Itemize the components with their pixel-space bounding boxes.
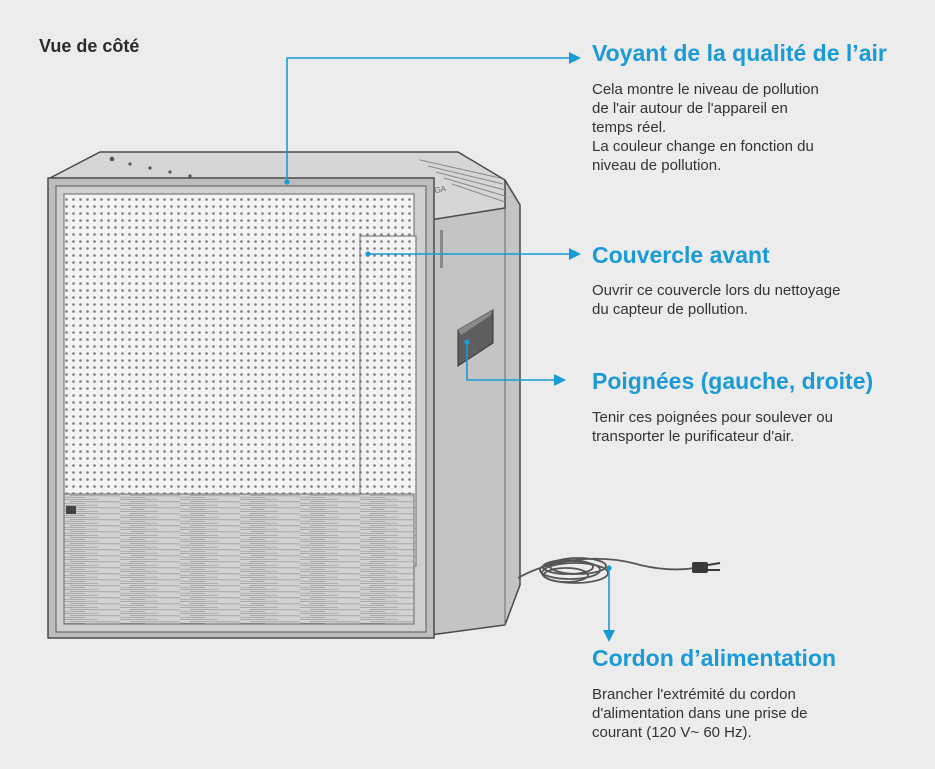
arrowhead-handles (554, 374, 566, 386)
callout-title-front-cover: Couvercle avant (592, 242, 770, 268)
leader-dots (284, 179, 612, 571)
filter-tag (66, 506, 76, 514)
callout-title-power-cord: Cordon d’alimentation (592, 645, 837, 671)
leader-lines (286, 57, 610, 630)
front-cover-grille (63, 193, 415, 495)
lower-panel (63, 493, 415, 625)
callout-title-handles: Poignées (gauche, droite) (592, 368, 874, 394)
top-ribs (419, 159, 506, 203)
power-cord (517, 557, 696, 584)
leader-arrowheads (554, 52, 615, 642)
callout-desc-power-cord: Brancher l'extrémité du cordon d'aliment… (592, 686, 808, 741)
purifier-body: COWAY AIRMEGA (47, 151, 721, 639)
side-panel (429, 179, 521, 636)
callout-desc-air-quality: Cela montre le niveau de pollution de l'… (592, 81, 819, 174)
arrowhead-front-cover (569, 248, 581, 260)
leader-air-quality (286, 57, 570, 182)
arrowhead-power-cord (603, 630, 615, 642)
callout-title-air-quality: Voyant de la qualité de l’air (592, 40, 887, 66)
leader-handles (466, 342, 555, 381)
figure-title: Vue de côté (39, 36, 140, 56)
power-plug (692, 562, 721, 573)
callout-desc-front-cover: Ouvrir ce couvercle lors du nettoyage du… (592, 282, 841, 318)
control-panel (109, 156, 212, 182)
arrowhead-air-quality (569, 52, 581, 64)
callout-desc-handles: Tenir ces poignées pour soulever ou tran… (592, 409, 833, 445)
